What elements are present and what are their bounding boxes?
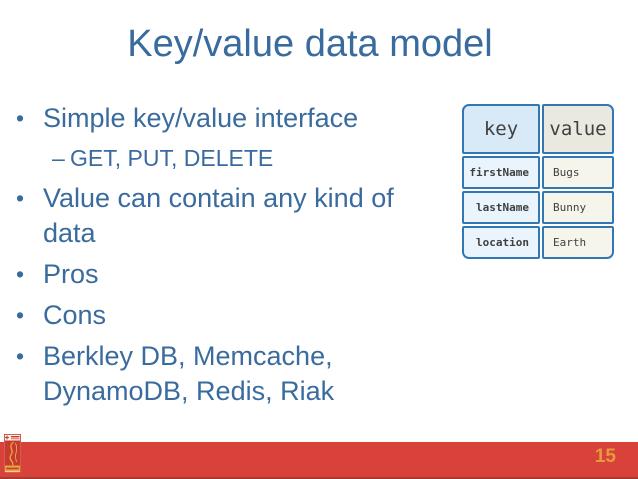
- table-cell-key: lastName: [462, 191, 540, 224]
- table-cell-key: location: [462, 226, 540, 259]
- table-header-value: value: [542, 104, 614, 154]
- bullet-marker-icon: •: [16, 261, 25, 287]
- bullet-item: • Cons: [16, 298, 466, 333]
- sub-bullet-text: GET, PUT, DELETE: [70, 145, 274, 171]
- bullet-marker-icon: •: [16, 105, 25, 131]
- bullet-marker-icon: •: [16, 302, 25, 328]
- bullet-item: • Pros: [16, 257, 466, 292]
- university-crest-icon: [4, 434, 22, 474]
- bullet-list: • Simple key/value interface – GET, PUT,…: [16, 101, 466, 415]
- bullet-text: Berkley DB, Memcache, DynamoDB, Redis, R…: [43, 341, 335, 406]
- table-cell-key: firstName: [462, 156, 540, 189]
- footer-bar: [0, 442, 638, 477]
- page-number: 15: [594, 446, 616, 467]
- table-header-key: key: [462, 104, 540, 154]
- key-value-table: key value firstName Bugs lastName Bunny …: [462, 104, 614, 259]
- bullet-text: Simple key/value interface: [43, 103, 359, 133]
- slide-title: Key/value data model: [127, 23, 493, 65]
- table-cell-value: Bunny: [542, 191, 614, 224]
- bullet-item: • Simple key/value interface: [16, 101, 466, 136]
- bullet-text: Cons: [43, 300, 107, 330]
- dash-marker-icon: –: [52, 145, 65, 171]
- table-cell-value: Bugs: [542, 156, 614, 189]
- table-cell-value: Earth: [542, 226, 614, 259]
- bullet-item: • Value can contain any kind of data: [16, 181, 466, 251]
- bullet-marker-icon: •: [16, 185, 25, 211]
- bullet-text: Pros: [43, 259, 99, 289]
- footer-edge-line: [0, 477, 638, 479]
- sub-bullet-item: – GET, PUT, DELETE: [52, 142, 466, 175]
- bullet-item: • Berkley DB, Memcache, DynamoDB, Redis,…: [16, 339, 466, 409]
- bullet-marker-icon: •: [16, 343, 25, 369]
- bullet-text: Value can contain any kind of data: [43, 183, 394, 248]
